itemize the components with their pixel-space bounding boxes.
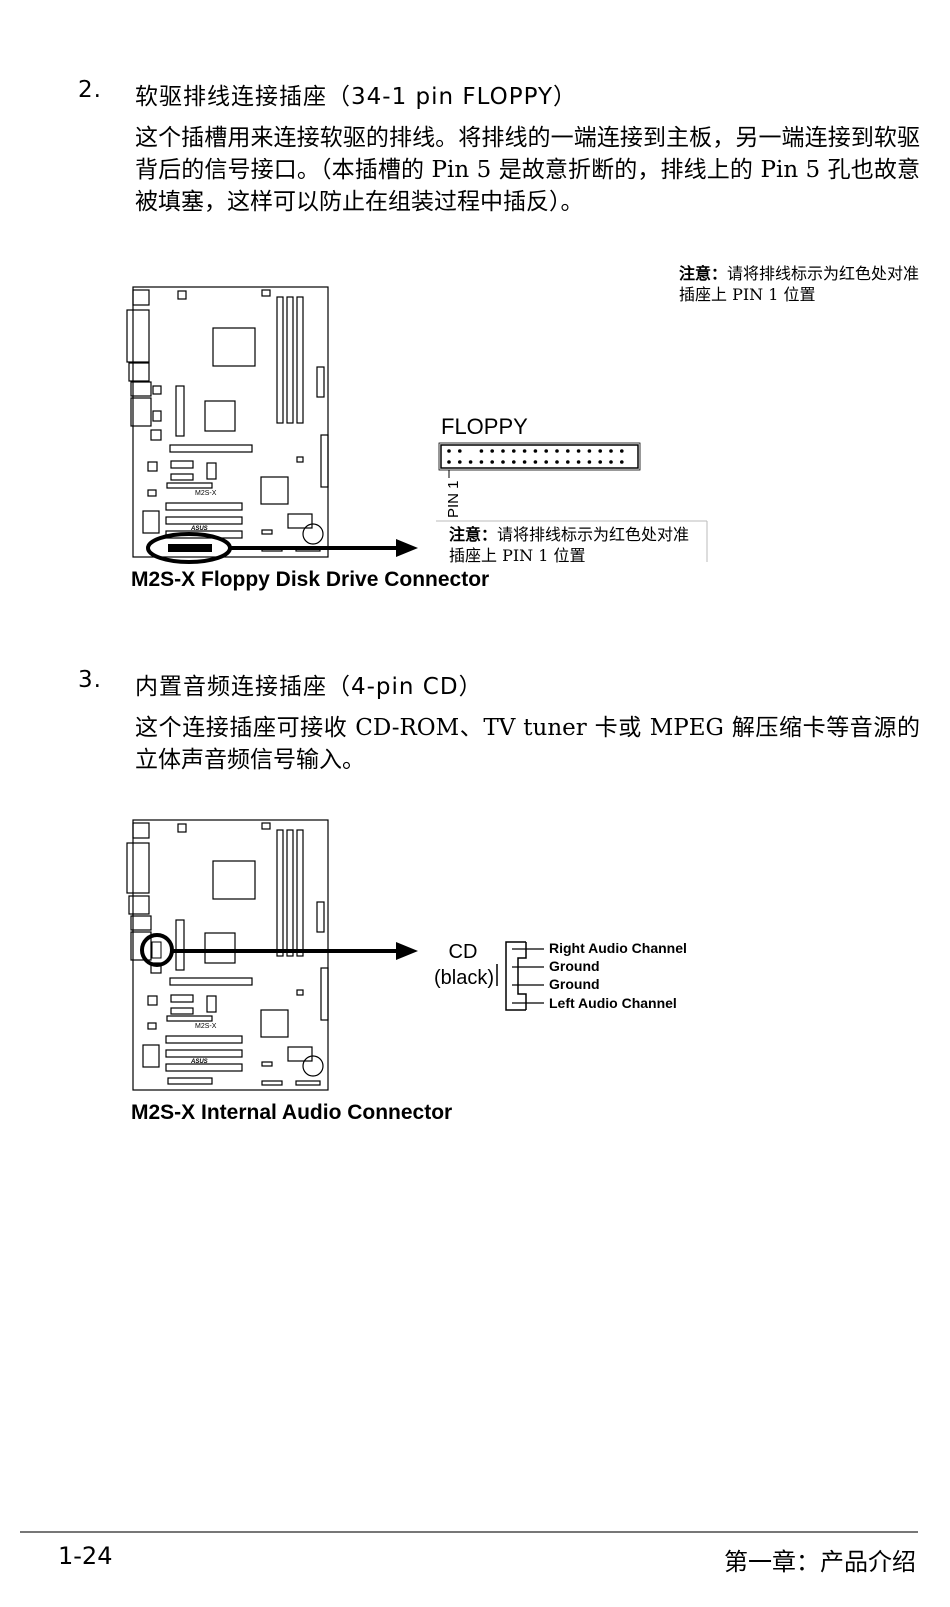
cd-caption: M2S-X Internal Audio Connector: [131, 1101, 453, 1124]
floppy-pin-dot: [447, 449, 451, 453]
floppy-pin-dot: [566, 460, 570, 464]
floppy-pin-dot: [512, 449, 516, 453]
floppy-note-top: 注意：请将排线标示为红色处对准插座上 PIN 1 位置: [679, 263, 929, 305]
floppy-note-top-label: 注意：: [679, 264, 728, 283]
section-2-paragraph: 这个插槽用来连接软驱的排线。将排线的一端连接到主板，另一端连接到软驱背后的信号接…: [135, 125, 920, 215]
floppy-pin-dot: [609, 449, 613, 453]
floppy-connector-on-board: [168, 544, 212, 552]
floppy-pin-dot: [458, 449, 462, 453]
floppy-pin-dot: [598, 449, 602, 453]
footer-chapter: 第一章：产品介绍: [724, 1548, 916, 1576]
floppy-pin-dot: [533, 449, 538, 453]
floppy-pin-dot: [620, 460, 624, 464]
floppy-pin-dot: [609, 460, 613, 464]
floppy-pin-dot: [620, 449, 624, 453]
board-model-floppy: M2S-X: [195, 490, 217, 497]
asus-logo-floppy: ASUS: [190, 526, 208, 532]
floppy-pin-dot: [522, 449, 527, 453]
cd-highlight-circle: [140, 933, 174, 967]
floppy-pin-dot: [512, 460, 516, 464]
floppy-note-inline: 注意：请将排线标示为红色处对准插座上 PIN 1 位置: [449, 524, 699, 566]
floppy-note-top-text: 请将排线标示为红色处对准插座上 PIN 1 位置: [679, 264, 920, 304]
floppy-pin-dot: [587, 460, 592, 464]
floppy-note-inline-text: 请将排线标示为红色处对准插座上 PIN 1 位置: [449, 525, 690, 565]
footer-page-number: 1-24: [58, 1542, 113, 1570]
floppy-pin-dot: [501, 460, 505, 464]
floppy-pin-dot: [447, 460, 451, 464]
asus-logo-cd: ASUS: [190, 1059, 208, 1065]
floppy-pin-dot: [555, 449, 559, 453]
floppy-pin-dot: [479, 460, 484, 464]
floppy-pin-dot: [479, 449, 484, 453]
cd-connector-detail: [496, 941, 544, 1011]
floppy-pin-dot: [490, 449, 495, 453]
floppy-pin-dot: [544, 460, 548, 464]
section-3-paragraph: 这个连接插座可接收 CD-ROM、TV tuner 卡或 MPEG 解压缩卡等音…: [135, 715, 920, 773]
cd-pin-2-label: Ground: [549, 958, 600, 974]
floppy-pin-dot: [522, 460, 527, 464]
floppy-pin-dot: [576, 460, 581, 464]
cd-pin-3-label: Ground: [549, 976, 600, 992]
floppy-connector-detail: [438, 442, 641, 471]
cd-pin-labels: Right Audio Channel Ground Ground Left A…: [549, 940, 687, 1011]
cd-arrow-head: [396, 942, 418, 960]
cd-connector-on-board: [151, 941, 162, 959]
section-2-title: 软驱排线连接插座（34-1 pin FLOPPY）: [135, 84, 577, 110]
floppy-pin1-label: PIN 1: [445, 480, 462, 518]
floppy-pin-dot: [468, 460, 473, 464]
floppy-note-inline-label: 注意：: [449, 525, 498, 544]
cd-diagram: M2S-X ASUS CD (black) Right Audio Channe…: [126, 819, 687, 1091]
floppy-pin-dot: [598, 460, 602, 464]
floppy-pin-dot: [566, 449, 570, 453]
floppy-pin-dot: [533, 460, 538, 464]
section-3-number: 3.: [78, 667, 102, 693]
floppy-pin-dot: [544, 449, 548, 453]
cd-connector-label: CD: [449, 941, 478, 963]
motherboard-outline-cd: [126, 819, 329, 1091]
board-model-cd: M2S-X: [195, 1023, 217, 1030]
cd-connector-color: (black): [434, 967, 494, 989]
floppy-arrow-head: [396, 539, 418, 557]
floppy-caption: M2S-X Floppy Disk Drive Connector: [131, 568, 490, 591]
cd-pin-1-label: Right Audio Channel: [549, 940, 687, 956]
footer-rule: [20, 1531, 918, 1533]
section-3-title: 内置音频连接插座（4-pin CD）: [135, 674, 483, 700]
floppy-diagram: M2S-X ASUS FLOPPY PIN 1: [126, 286, 708, 564]
motherboard-outline-floppy: [126, 286, 329, 558]
floppy-pin-dot: [555, 460, 559, 464]
floppy-pin-dot: [501, 449, 505, 453]
section-2-number: 2.: [78, 77, 102, 103]
cd-pin-4-label: Left Audio Channel: [549, 995, 677, 1011]
floppy-pin-dot: [587, 449, 592, 453]
floppy-pin-dot: [576, 449, 581, 453]
floppy-connector-label: FLOPPY: [441, 414, 528, 439]
floppy-pin-dot: [490, 460, 495, 464]
floppy-pin-dot: [458, 460, 462, 464]
